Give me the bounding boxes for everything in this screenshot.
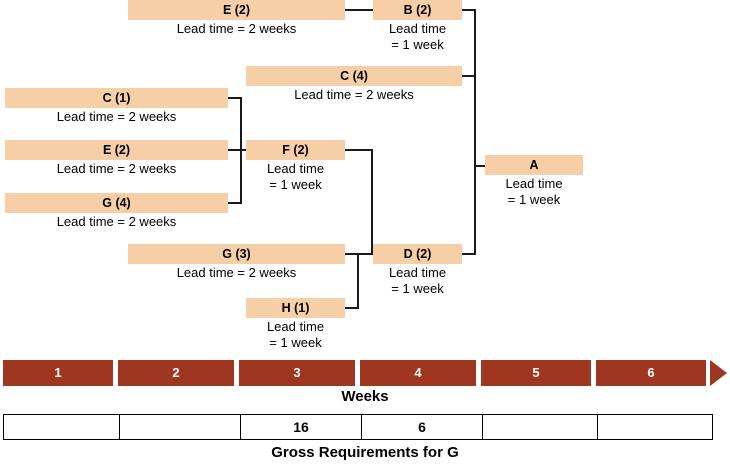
gr-cell-week-1[interactable]	[3, 414, 120, 440]
node-b-lead: Lead time = 1 week	[388, 21, 447, 52]
node-h[interactable]: H (1) Lead time = 1 week	[246, 298, 345, 350]
gross-requirements-label: Gross Requirements for G	[271, 444, 459, 461]
node-g4[interactable]: G (4) Lead time = 2 weeks	[5, 193, 228, 230]
node-g4-lead: Lead time = 2 weeks	[56, 214, 177, 229]
node-d[interactable]: D (2) Lead time = 1 week	[373, 244, 462, 296]
connector-f-right-stub	[345, 149, 373, 151]
node-g3-label: G (3)	[128, 244, 345, 264]
timeline-arrow-icon	[710, 360, 727, 386]
node-c4-label: C (4)	[246, 66, 462, 86]
gross-requirements-table: 16 6	[3, 414, 713, 440]
table-row: 16 6	[3, 414, 713, 440]
week-bar-3[interactable]: 3	[239, 360, 355, 386]
node-c1[interactable]: C (1) Lead time = 2 weeks	[5, 88, 228, 125]
node-c4-lead: Lead time = 2 weeks	[294, 87, 414, 102]
node-a[interactable]: A Lead time = 1 week	[485, 155, 583, 207]
connector-a-left-stub	[474, 165, 485, 167]
node-c1-lead: Lead time = 2 weeks	[56, 109, 177, 124]
week-bar-4[interactable]: 4	[360, 360, 476, 386]
gr-cell-week-6[interactable]	[597, 414, 713, 440]
node-g3[interactable]: G (3) Lead time = 2 weeks	[128, 244, 345, 281]
connector-c1-right-stub	[228, 97, 242, 99]
node-g3-lead: Lead time = 2 weeks	[176, 265, 297, 280]
connector-spine-to-a	[474, 9, 476, 255]
node-a-lead: Lead time = 1 week	[505, 176, 563, 207]
node-e-mid-label: E (2)	[5, 140, 228, 160]
week-bar-6[interactable]: 6	[596, 360, 706, 386]
week-bar-5[interactable]: 5	[481, 360, 591, 386]
week-bar-2[interactable]: 2	[118, 360, 234, 386]
node-f[interactable]: F (2) Lead time = 1 week	[246, 140, 345, 192]
node-c4[interactable]: C (4) Lead time = 2 weeks	[246, 66, 462, 103]
connector-e-top-to-b	[345, 9, 373, 11]
node-b[interactable]: B (2) Lead time = 1 week	[373, 0, 462, 52]
connector-b-right-stub	[462, 9, 476, 11]
node-d-lead: Lead time = 1 week	[388, 265, 447, 296]
node-e-top-lead: Lead time = 2 weeks	[176, 21, 297, 36]
connector-d-right-stub	[462, 253, 476, 255]
connector-f-down-to-d	[371, 149, 373, 255]
node-e-mid-lead: Lead time = 2 weeks	[56, 161, 177, 176]
node-c1-label: C (1)	[5, 88, 228, 108]
week-bar-1[interactable]: 1	[3, 360, 113, 386]
gr-cell-week-5[interactable]	[482, 414, 598, 440]
gr-cell-week-4[interactable]: 6	[361, 414, 483, 440]
node-g4-label: G (4)	[5, 193, 228, 213]
weeks-axis-label: Weeks	[341, 388, 389, 405]
gr-cell-week-3[interactable]: 16	[240, 414, 362, 440]
connector-spine-to-d	[357, 253, 359, 309]
node-e-top-label: E (2)	[128, 0, 345, 20]
gr-cell-week-2[interactable]	[119, 414, 241, 440]
node-f-lead: Lead time = 1 week	[266, 161, 325, 192]
node-e-mid[interactable]: E (2) Lead time = 2 weeks	[5, 140, 228, 177]
connector-c4-right-stub	[462, 75, 476, 77]
node-d-label: D (2)	[373, 244, 462, 264]
connector-f-left-stub	[232, 149, 246, 151]
node-a-label: A	[485, 155, 583, 175]
node-h-lead: Lead time = 1 week	[266, 319, 325, 350]
node-b-label: B (2)	[373, 0, 462, 20]
connector-d-left-stub	[357, 253, 373, 255]
node-h-label: H (1)	[246, 298, 345, 318]
connector-g4-right-stub	[228, 202, 242, 204]
node-e-top[interactable]: E (2) Lead time = 2 weeks	[128, 0, 345, 37]
node-f-label: F (2)	[246, 140, 345, 160]
connector-h-right-stub	[345, 307, 359, 309]
